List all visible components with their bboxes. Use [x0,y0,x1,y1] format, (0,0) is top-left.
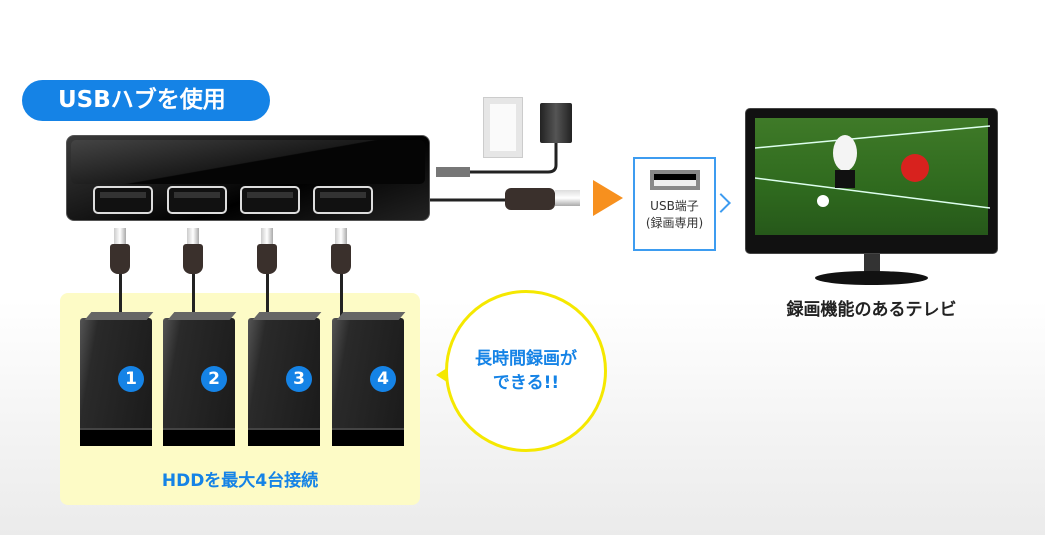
usb-plug-icon [183,228,203,274]
usb-plug-icon [505,184,580,210]
usb-plug-icon [257,228,277,274]
tv-neck [864,254,880,274]
tv-icon [745,108,998,254]
arrow-right-icon [593,180,623,216]
usb-port-icon [649,170,700,190]
usb-port-callout: USB端子 (録画専用) [633,157,716,251]
usb-port-3 [240,186,300,214]
dc-plug [436,167,470,177]
usb-hub [66,135,430,221]
title-badge: USBハブを使用 [22,80,270,121]
hdd-1: 1 [80,312,154,446]
usb-port-4 [313,186,373,214]
speech-bubble: 長時間録画が できる!! [445,290,607,452]
usb-plug-icon [331,228,351,274]
hdd-3: 3 [248,312,322,446]
ac-adapter-icon [540,103,572,143]
hdd-label: HDDを最大4台接続 [161,471,319,491]
hdd-4: 4 [332,312,406,446]
hdd-2: 2 [163,312,237,446]
usb-port-1 [93,186,153,214]
soccer-scene [754,125,991,209]
tv-stand [815,271,928,285]
usb-port-2 [167,186,227,214]
wall-outlet-icon [483,97,523,158]
tv-label: 録画機能のあるテレビ [786,300,957,320]
usb-plug-icon [110,228,130,274]
